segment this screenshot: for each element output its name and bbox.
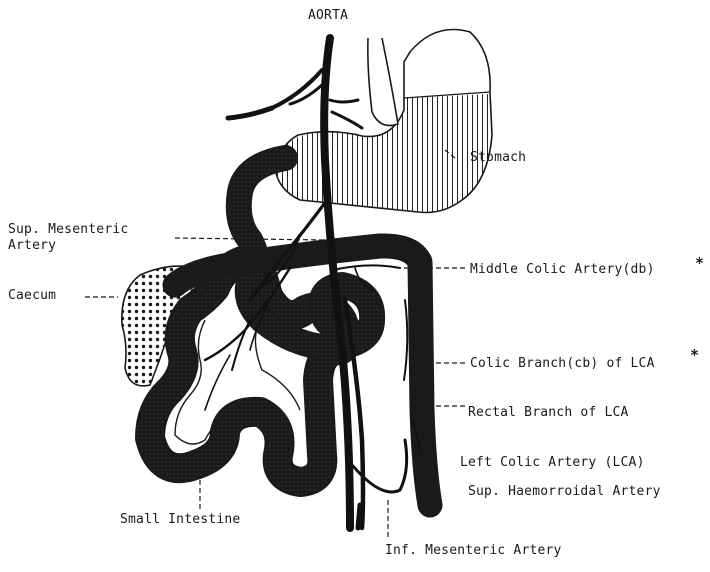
asterisk-colic-branch: * [690, 346, 699, 364]
label-sup-mesenteric-line1: Sup. Mesenteric [8, 222, 128, 238]
label-sup-mesenteric-line2: Artery [8, 238, 56, 254]
label-sup-haemorroidal-artery: Sup. Haemorroidal Artery [468, 484, 661, 500]
label-small-intestine: Small Intestine [120, 512, 240, 528]
label-caecum: Caecum [8, 288, 56, 304]
label-left-colic-artery: Left Colic Artery (LCA) [460, 455, 645, 471]
label-aorta: AORTA [308, 8, 348, 24]
label-rectal-branch: Rectal Branch of LCA [468, 405, 629, 421]
label-colic-branch: Colic Branch(cb) of LCA [470, 356, 655, 372]
stomach-shape [275, 30, 492, 213]
label-stomach: Stomach [470, 150, 526, 166]
label-middle-colic-artery: Middle Colic Artery(db) [470, 262, 655, 278]
label-inf-mesenteric-artery: Inf. Mesenteric Artery [385, 543, 562, 559]
asterisk-middle-colic: * [695, 254, 704, 272]
